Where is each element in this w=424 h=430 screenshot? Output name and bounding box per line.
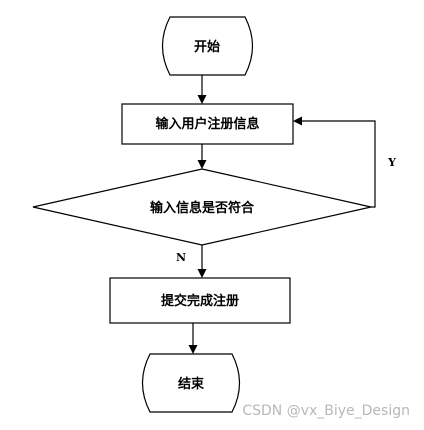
arrowhead-check xyxy=(197,160,207,169)
arrowhead-loop-back xyxy=(293,116,302,126)
start-terminator xyxy=(161,16,254,76)
submit-process-box xyxy=(109,277,291,324)
arrowhead-end xyxy=(188,345,198,354)
input-process-label: 输入用户注册信息 xyxy=(155,116,259,132)
arrowhead-submit xyxy=(197,269,207,278)
end-terminator xyxy=(141,353,241,413)
end-label: 结束 xyxy=(178,376,205,392)
submit-process-label: 提交完成注册 xyxy=(161,293,239,309)
edge-check-to-input-yes xyxy=(301,120,376,208)
edge-label-no: N xyxy=(176,251,186,264)
edge-label-yes: Y xyxy=(387,156,396,169)
check-decision-label: 输入信息是否符合 xyxy=(150,200,255,216)
watermark-text: CSDN @vx_Biye_Design xyxy=(242,403,410,419)
input-process-box xyxy=(121,103,294,145)
start-label: 开始 xyxy=(194,39,220,55)
arrowhead-input xyxy=(197,95,207,104)
